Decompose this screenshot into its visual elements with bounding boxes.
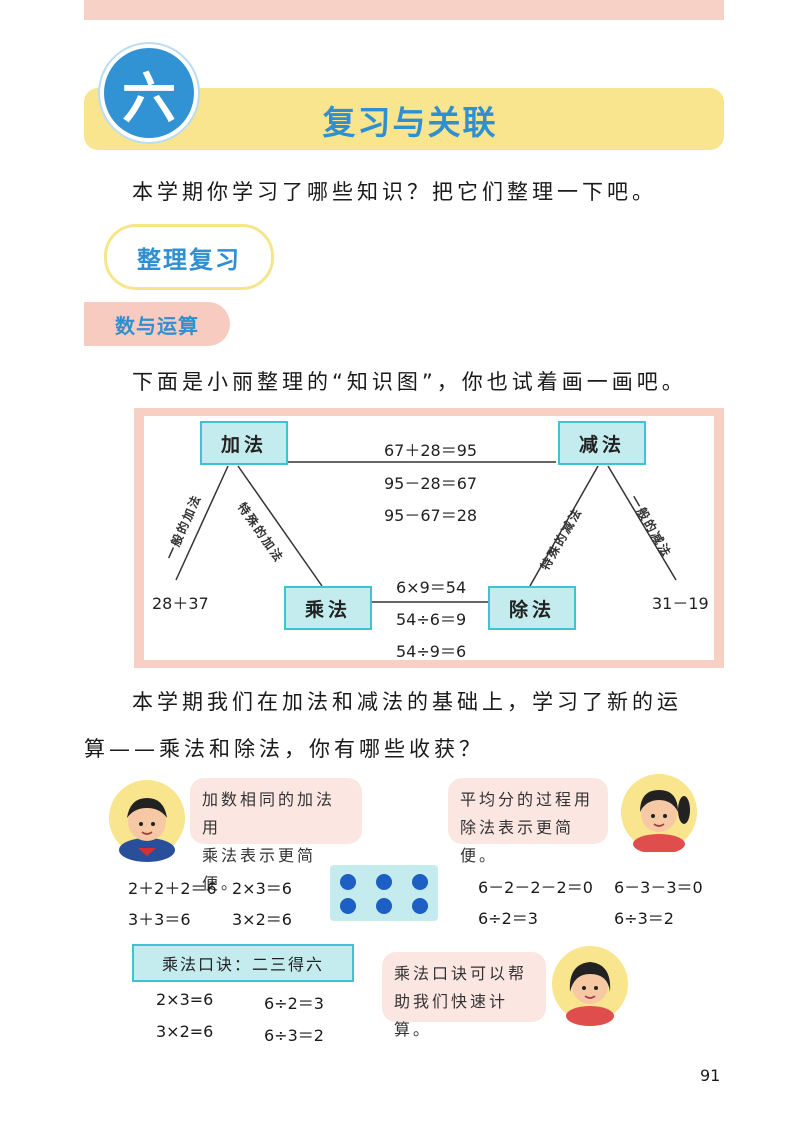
bubble-line: 乘法口诀可以帮 xyxy=(394,964,528,983)
mul-div-equation: 54÷6＝9 xyxy=(396,610,467,629)
rhyme-equation: 6÷2＝3 xyxy=(264,994,324,1013)
bubble-line: 除法表示更简便。 xyxy=(460,818,575,865)
mul-div-equation: 54÷9＝6 xyxy=(396,642,467,661)
boy-avatar xyxy=(109,780,185,862)
special-add-line xyxy=(237,465,323,587)
bottom-speech-bubble: 乘法口诀可以帮 助我们快速计算。 xyxy=(382,952,546,1039)
chapter-title: 复习与关联 xyxy=(322,103,498,142)
division-box: 除法 xyxy=(488,586,576,630)
boy-speech-bubble: 加数相同的加法用 乘法表示更简便。 xyxy=(190,778,362,893)
dot-array-panel xyxy=(330,865,438,921)
sub-example: 31－19 xyxy=(652,594,709,613)
girl-speech-bubble: 平均分的过程用 除法表示更简便。 xyxy=(448,778,608,865)
general-add-line xyxy=(175,465,229,581)
page-number: 91 xyxy=(700,1066,721,1085)
multiplication-rhyme-box: 乘法口诀：二三得六 xyxy=(132,944,354,982)
top-band xyxy=(84,0,724,20)
multiplication-box: 乘法 xyxy=(284,586,372,630)
section-pill: 整理复习 xyxy=(104,224,274,290)
dot xyxy=(412,898,428,914)
right-equation: 6－3－3＝0 xyxy=(614,878,703,897)
bubble-line: 平均分的过程用 xyxy=(460,790,594,809)
add-sub-equation: 67＋28＝95 xyxy=(384,441,478,460)
intro-text: 本学期你学习了哪些知识？把它们整理一下吧。 xyxy=(132,180,657,204)
special-sub-line xyxy=(529,465,599,587)
dot xyxy=(412,874,428,890)
dot xyxy=(376,898,392,914)
dot xyxy=(340,874,356,890)
girl-avatar xyxy=(621,774,697,852)
left-equation: 3＋3＝6 xyxy=(128,910,191,929)
add-sub-equation: 95－67＝28 xyxy=(384,506,478,525)
summary-line-1: 本学期我们在加法和减法的基础上，学习了新的运 xyxy=(132,690,682,714)
girl-short-hair-avatar xyxy=(552,946,628,1026)
chapter-badge: 六 xyxy=(100,44,198,142)
right-equation: 6÷2＝3 xyxy=(478,909,538,928)
rhyme-equation: 3×2=6 xyxy=(156,1022,214,1041)
dot xyxy=(340,898,356,914)
rhyme-equation: 6÷3＝2 xyxy=(264,1026,324,1045)
add-sub-equation: 95－28＝67 xyxy=(384,474,478,493)
subtraction-box: 减法 xyxy=(558,421,646,465)
bubble-line: 加数相同的加法用 xyxy=(202,790,336,837)
general-sub-line xyxy=(607,465,677,581)
right-equation: 6－2－2－2＝0 xyxy=(478,878,593,897)
left-equation: 2＋2＋2＝6 xyxy=(128,879,217,898)
bubble-line: 乘法表示更简便。 xyxy=(202,846,317,893)
right-equation: 6÷3＝2 xyxy=(614,909,674,928)
left-equation: 2×3＝6 xyxy=(232,879,292,898)
add-example: 28＋37 xyxy=(152,594,209,613)
rhyme-equation: 2×3=6 xyxy=(156,990,214,1009)
mul-div-equation: 6×9＝54 xyxy=(396,578,467,597)
left-equation: 3×2＝6 xyxy=(232,910,292,929)
addition-box: 加法 xyxy=(200,421,288,465)
dot xyxy=(376,874,392,890)
summary-line-2: 算——乘法和除法，你有哪些收获？ xyxy=(84,737,484,761)
bubble-line: 助我们快速计算。 xyxy=(394,992,509,1039)
topic-pill: 数与运算 xyxy=(84,302,230,346)
map-intro-text: 下面是小丽整理的“知识图”，你也试着画一画吧。 xyxy=(132,370,687,394)
